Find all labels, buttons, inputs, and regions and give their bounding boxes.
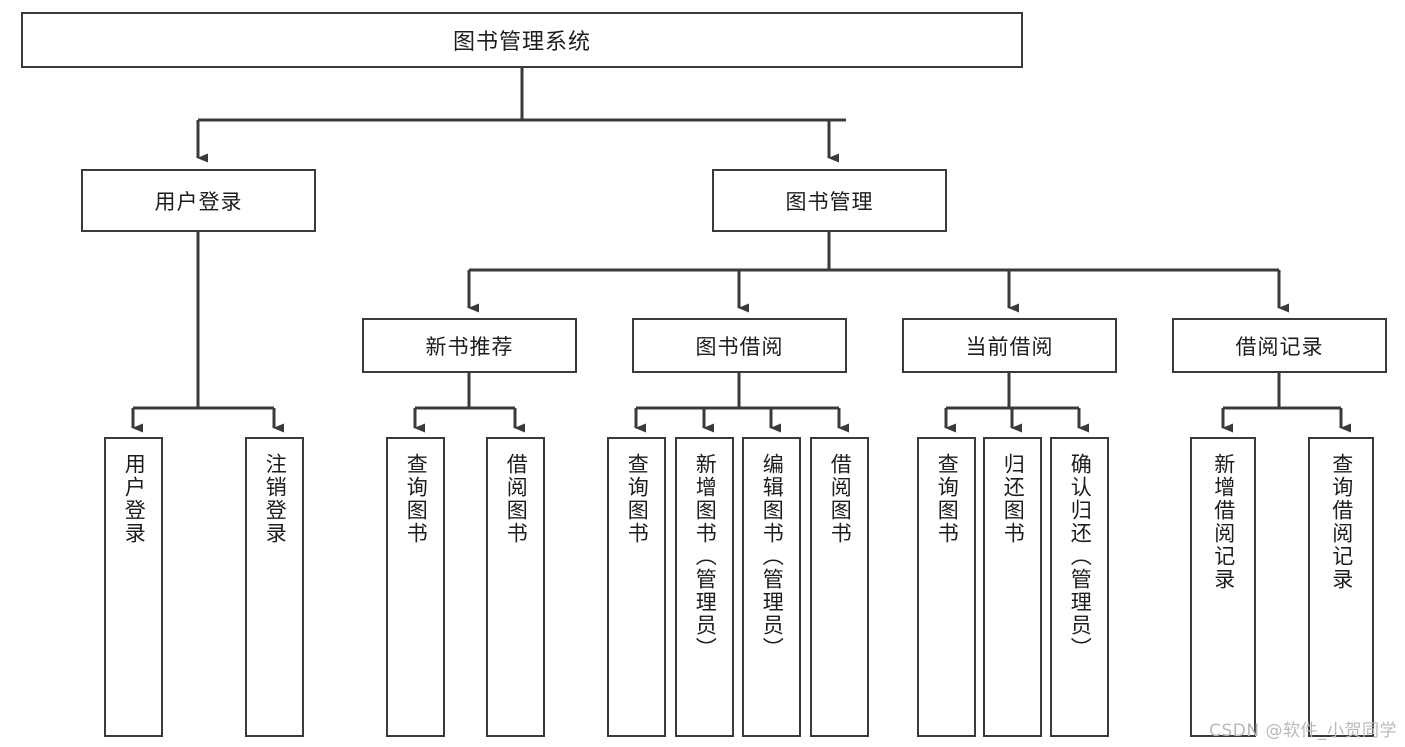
leaf-node-label: 确认归还（管理员）	[1068, 453, 1093, 660]
leaf-node-label: 查询借阅记录	[1329, 453, 1354, 591]
leaf-node[interactable]: 归还图书	[983, 437, 1042, 737]
leaf-node[interactable]: 新增图书（管理员）	[675, 437, 734, 737]
leaf-node[interactable]: 新增借阅记录	[1190, 437, 1256, 737]
node-book-borrow[interactable]: 图书借阅	[632, 318, 847, 373]
node-book-management[interactable]: 图书管理	[712, 169, 947, 232]
leaf-node-label: 查询图书	[404, 453, 429, 545]
node-user-login[interactable]: 用户登录	[81, 169, 316, 232]
leaf-node-label: 编辑图书（管理员）	[760, 453, 785, 660]
leaf-node[interactable]: 查询借阅记录	[1308, 437, 1374, 737]
leaf-node[interactable]: 借阅图书	[486, 437, 545, 737]
leaf-node[interactable]: 注销登录	[245, 437, 304, 737]
leaf-node[interactable]: 确认归还（管理员）	[1050, 437, 1109, 737]
leaf-node[interactable]: 查询图书	[386, 437, 445, 737]
node-new-book-recommend[interactable]: 新书推荐	[362, 318, 577, 373]
leaf-node-label: 查询图书	[935, 453, 960, 545]
node-borrow-record[interactable]: 借阅记录	[1172, 318, 1387, 373]
leaf-node-label: 借阅图书	[828, 453, 853, 545]
node-current-borrow[interactable]: 当前借阅	[902, 318, 1117, 373]
watermark-label: CSDN @软件_小贺同学	[1209, 721, 1397, 741]
leaf-node[interactable]: 查询图书	[607, 437, 666, 737]
leaf-node-label: 注销登录	[263, 453, 288, 545]
leaf-node-label: 用户登录	[122, 453, 147, 545]
leaf-node[interactable]: 编辑图书（管理员）	[742, 437, 801, 737]
leaf-node[interactable]: 用户登录	[104, 437, 163, 737]
leaf-node-label: 新增图书（管理员）	[693, 453, 718, 660]
leaf-node-label: 查询图书	[625, 453, 650, 545]
leaf-node[interactable]: 查询图书	[917, 437, 976, 737]
leaf-node-label: 归还图书	[1001, 453, 1026, 545]
node-root-system[interactable]: 图书管理系统	[21, 12, 1023, 68]
leaf-node[interactable]: 借阅图书	[810, 437, 869, 737]
leaf-node-label: 借阅图书	[504, 453, 529, 545]
leaf-node-label: 新增借阅记录	[1211, 453, 1236, 591]
